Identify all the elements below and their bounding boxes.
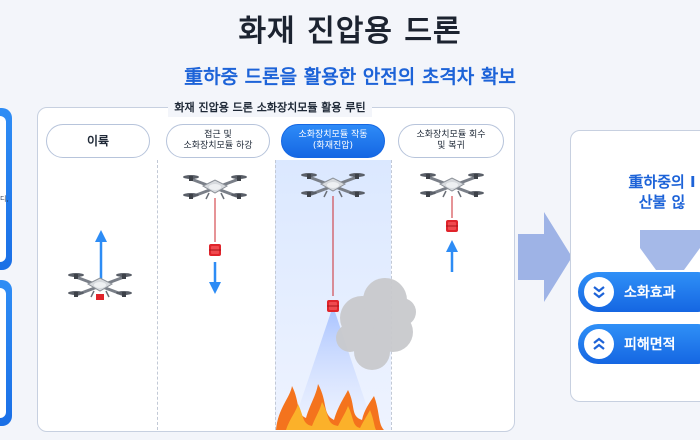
left-card-inner: [0, 116, 6, 262]
chevrons-up-icon: [584, 329, 614, 359]
result-pill-fire-effect: 소화효과: [578, 272, 700, 312]
big-right-arrow-icon: [518, 212, 572, 302]
smoke-cloud: [336, 278, 416, 370]
result-pill-label: 피해면적: [624, 337, 676, 353]
fire-icon: [276, 384, 384, 430]
stage-operate: 소화장치모듈 작동 (화재진압): [281, 124, 385, 158]
result-text: 重하중의 I 산불 읺: [628, 173, 696, 211]
stage-3-illustration: [276, 171, 416, 430]
page-title: 화재 진압용 드론: [238, 14, 462, 49]
chevrons-down-icon: [584, 277, 614, 307]
stage-approach: 접근 및 소화장치모듈 하강: [166, 124, 270, 158]
page-subtitle: 重하중 드론을 활용한 안전의 초격차 확보: [184, 66, 516, 88]
left-card-inner: [0, 288, 6, 418]
result-pill-damage-area: 피해면적: [578, 324, 700, 364]
stage-2-illustration: [181, 173, 249, 294]
stage-divider: [157, 160, 158, 430]
routine-title: 화재 진압용 드론 소화장치모듈 활용 루틴: [168, 99, 372, 117]
stage-divider: [275, 160, 276, 430]
left-card-1: 디,: [0, 108, 12, 270]
result-down-arrow-icon: [640, 230, 700, 270]
left-card-2: [0, 280, 12, 426]
result-pill-label: 소화효과: [624, 285, 676, 301]
stage-4-illustration: [418, 171, 486, 272]
stage-1-illustration: [66, 230, 134, 300]
stage-takeoff: 이륙: [46, 124, 150, 158]
stage-return: 소화장치모듈 회수 및 복귀: [398, 124, 504, 158]
left-card-fragment: 디,: [0, 195, 9, 203]
